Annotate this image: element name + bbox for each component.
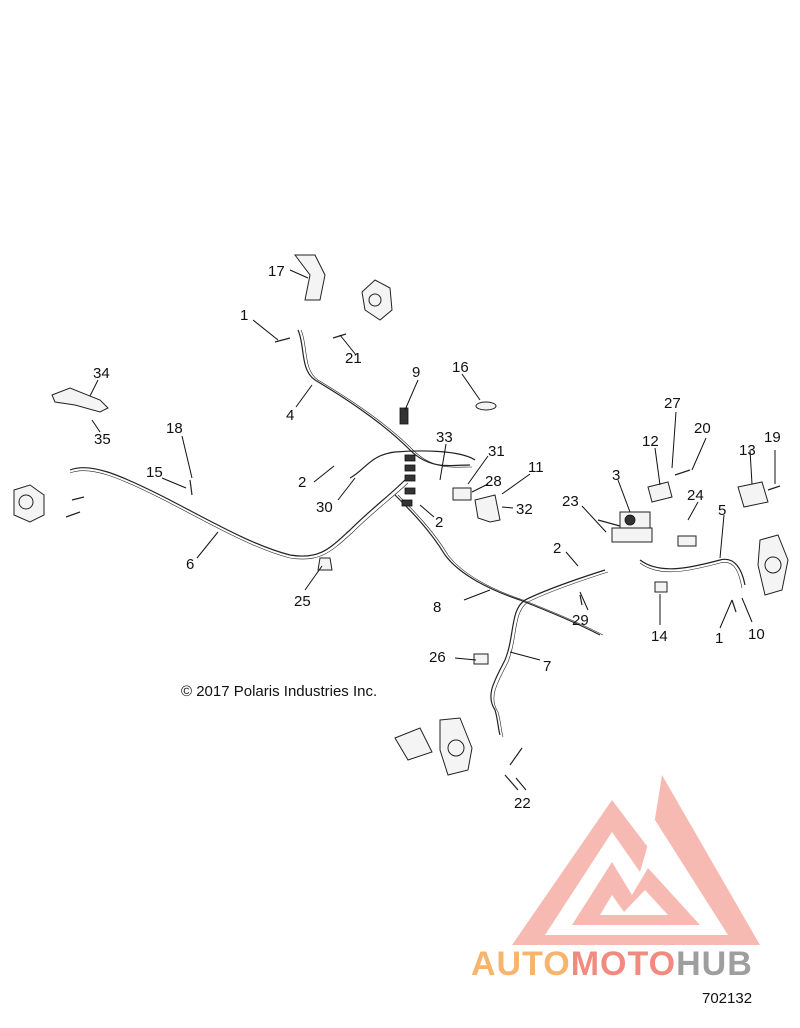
callout-11: 11 <box>528 459 544 476</box>
callout-33: 33 <box>436 429 453 446</box>
watermark-brand: AUTOMOTOHUB <box>471 945 753 984</box>
callout-17: 17 <box>268 263 285 280</box>
bottom-caliper <box>439 717 473 776</box>
callout-20: 20 <box>694 420 711 437</box>
callout-31: 31 <box>488 443 505 460</box>
callout-12: 12 <box>642 433 659 450</box>
pad-12 <box>647 481 673 503</box>
drawing-number: 702132 <box>702 990 753 1007</box>
right-caliper <box>757 534 789 596</box>
left-caliper <box>13 484 45 523</box>
callout-21: 21 <box>345 350 362 367</box>
brand-moto: MOTO <box>570 945 677 983</box>
callout-1: 1 <box>240 307 248 324</box>
callout-2: 2 <box>298 474 306 491</box>
callout-4: 4 <box>286 407 294 424</box>
bottom-pad <box>394 727 433 761</box>
oring-16 <box>475 401 497 411</box>
callout-10: 10 <box>748 626 765 643</box>
pad-13 <box>737 481 769 508</box>
callout-23: 23 <box>562 493 579 510</box>
callout-34: 34 <box>93 365 110 382</box>
callout-2: 2 <box>435 514 443 531</box>
callout-18: 18 <box>166 420 183 437</box>
callout-24: 24 <box>687 487 704 504</box>
leader-lines <box>89 269 776 791</box>
callout-25: 25 <box>294 593 311 610</box>
bracket-34 <box>51 387 109 413</box>
callout-5: 5 <box>718 502 726 519</box>
callout-29: 29 <box>572 612 589 629</box>
callout-16: 16 <box>452 359 469 376</box>
parts <box>13 254 789 791</box>
callout-27: 27 <box>664 395 681 412</box>
callout-28: 28 <box>485 473 502 490</box>
clip-26 <box>473 653 489 665</box>
callout-1: 1 <box>715 630 723 647</box>
hose-clip-17 <box>294 254 326 301</box>
callout-26: 26 <box>429 649 446 666</box>
callout-13: 13 <box>739 442 756 459</box>
callout-19: 19 <box>764 429 781 446</box>
brand-hub: HUB <box>676 945 753 983</box>
callout-35: 35 <box>94 431 111 448</box>
bracket-11 <box>474 494 501 523</box>
callout-22: 22 <box>514 795 531 812</box>
callout-32: 32 <box>516 501 533 518</box>
callout-8: 8 <box>433 599 441 616</box>
master-cylinder-3 <box>597 511 653 543</box>
callout-3: 3 <box>612 467 620 484</box>
callout-2: 2 <box>553 540 561 557</box>
valve-28 <box>452 487 472 501</box>
callout-6: 6 <box>186 556 194 573</box>
callout-7: 7 <box>543 658 551 675</box>
callout-14: 14 <box>651 628 668 645</box>
watermark-logo <box>512 775 760 945</box>
upper-caliper <box>361 279 393 321</box>
callout-15: 15 <box>146 464 163 481</box>
callout-30: 30 <box>316 499 333 516</box>
reservoir-24 <box>677 535 697 547</box>
bolts <box>65 333 781 791</box>
clip-14 <box>654 581 668 593</box>
brake-lines <box>69 329 746 738</box>
callout-labels: 1 1 2 2 2 3 4 5 6 7 8 9 10 11 12 13 14 1… <box>93 263 781 812</box>
copyright-text: © 2017 Polaris Industries Inc. <box>181 683 378 700</box>
callout-9: 9 <box>412 364 420 381</box>
brand-auto: AUTO <box>471 945 571 983</box>
sensor-9 <box>399 407 409 425</box>
